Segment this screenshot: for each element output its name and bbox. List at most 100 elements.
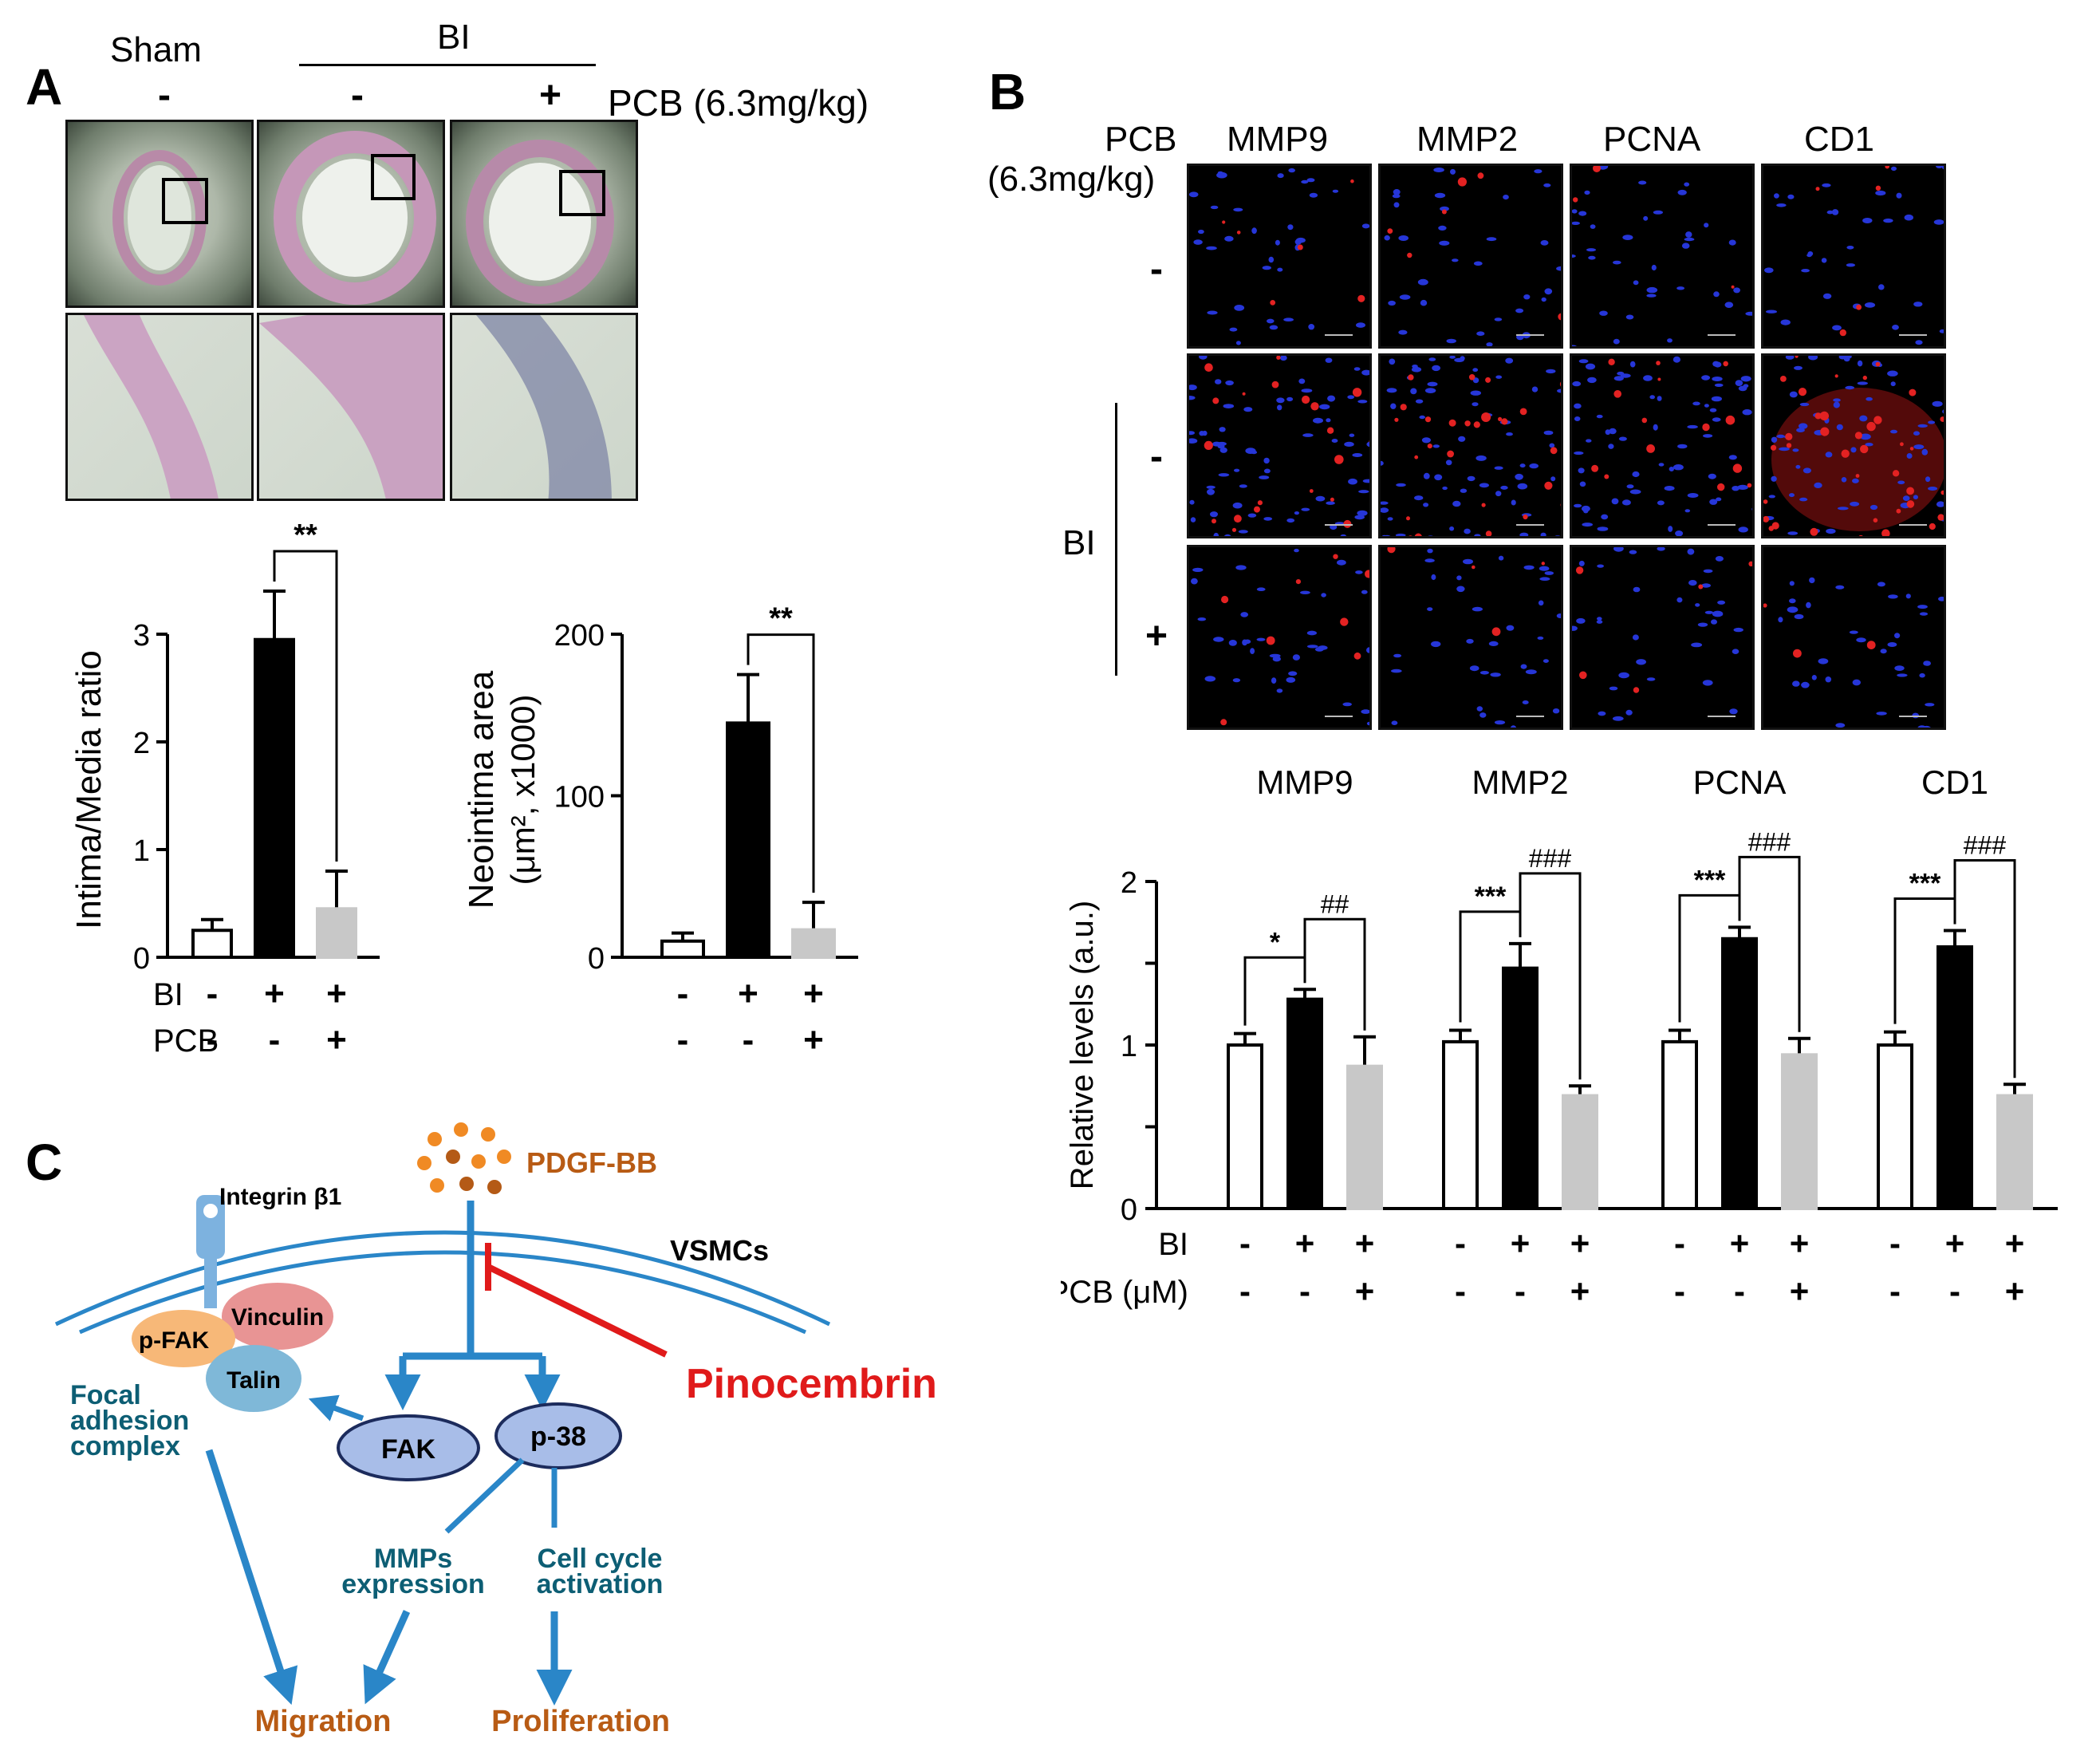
significance-label: ### [1964,831,2007,860]
nucleus-dot [1283,317,1294,321]
nucleus-dot [1206,246,1217,250]
nucleus-dot [1572,221,1580,225]
nucleus-dot [1713,291,1720,298]
nucleus-dot [1449,356,1456,359]
stain-dot [1310,402,1319,411]
panel-letter-b: B [989,63,1026,120]
nucleus-dot [1787,606,1799,613]
nucleus-dot [1215,379,1222,385]
nucleus-dot [1539,577,1550,581]
nucleus-dot [1668,526,1673,532]
stain-dot [1819,411,1829,421]
nucleus-dot [1449,526,1455,531]
nucleus-dot [1463,348,1472,349]
nucleus-dot [1709,499,1718,505]
he-micrograph-sham-overview [65,120,254,308]
nucleus-dot [1423,503,1429,507]
y-tick-label: 3 [133,619,150,653]
stain-dot [1350,179,1354,183]
nucleus-dot [1629,550,1637,554]
fluorescence-image-mmp2-row-2 [1378,353,1563,538]
nucleus-dot [1498,555,1504,561]
nucleus-dot [1846,263,1856,267]
nucleus-dot [1633,586,1641,593]
nucleus-dot [1794,365,1803,370]
nucleus-dot [1223,534,1231,536]
nucleus-dot [1625,314,1634,320]
bar-pcna-3 [1781,1053,1818,1210]
talin-label: Talin [227,1367,281,1394]
nucleus-dot [1826,210,1834,215]
significance-bracket [1243,956,1306,1026]
nucleus-dot [1646,294,1657,298]
stain-dot [1330,497,1334,502]
stain-dot [1810,527,1818,536]
nucleus-dot [1852,478,1859,483]
nucleus-dot [1450,168,1456,175]
stain-dot [1343,519,1352,528]
marker-header-cd1: CD1 [1804,120,1875,159]
nucleus-dot [1733,627,1743,633]
nucleus-dot [1702,680,1713,686]
nucleus-dot [1685,231,1692,238]
row-sign-1: - [1150,248,1163,290]
nucleus-dot [1213,532,1219,536]
nucleus-dot [1838,356,1846,360]
nucleus-dot [1944,382,1946,388]
nucleus-dot [1549,443,1555,448]
integrin-label: Integrin β1 [219,1184,341,1210]
nucleus-dot [1850,501,1860,507]
nucleus-dot [1669,467,1674,471]
nucleus-dot [1279,356,1287,361]
stain-dot [1297,244,1303,250]
pcb-sign: - [1949,1272,1960,1310]
nucleus-dot [1587,377,1597,384]
nucleus-dot [1191,578,1198,585]
nucleus-dot [1578,359,1589,364]
bar-mmp2-1 [1442,1039,1479,1210]
nucleus-dot [1646,677,1656,681]
nucleus-dot [1199,356,1208,360]
nucleus-dot [1308,324,1315,330]
nucleus-dot [1799,497,1808,502]
nucleus-dot [1321,593,1326,597]
significance-label: ** [294,519,317,552]
nucleus-dot [1572,345,1577,346]
nucleus-dot [1704,610,1714,614]
y-tick-label: 0 [1121,1193,1137,1227]
nucleus-dot [1860,433,1871,440]
nucleus-dot [1857,360,1863,367]
nucleus-dot [1792,680,1800,687]
nucleus-dot [1238,530,1248,534]
nucleus-dot [1657,396,1662,401]
stain-dot [1731,285,1735,289]
nucleus-dot [1392,194,1401,199]
nucleus-dot [1787,194,1795,199]
nucleus-dot [1596,414,1603,419]
nucleus-dot [1799,402,1810,407]
stain-dot [1763,499,1768,504]
significance-label: ### [1748,827,1791,856]
nucleus-dot [1692,401,1700,406]
nucleus-dot [1361,369,1369,376]
bi-row-label: BI [1062,523,1096,562]
stain-dot [1873,416,1882,424]
stain-dot [1481,503,1486,507]
nucleus-dot [1936,166,1943,168]
nucleus-dot [1728,455,1737,460]
nucleus-dot [1306,645,1318,649]
stain-dot [1242,392,1246,396]
pcb-dose-label-b: (6.3mg/kg) [987,160,1156,199]
panel-letter-a: A [26,58,63,116]
nucleus-dot [1534,169,1542,174]
nucleus-dot [1381,460,1384,466]
stain-dot [1222,220,1226,224]
group-bi-label: BI [437,18,471,57]
stain-dot [1771,444,1777,451]
nucleus-dot [1268,256,1275,263]
bi-sign: + [2005,1225,2025,1262]
nucleus-dot [1511,499,1516,506]
nucleus-dot [1233,207,1243,212]
stain-dot [1473,421,1480,428]
